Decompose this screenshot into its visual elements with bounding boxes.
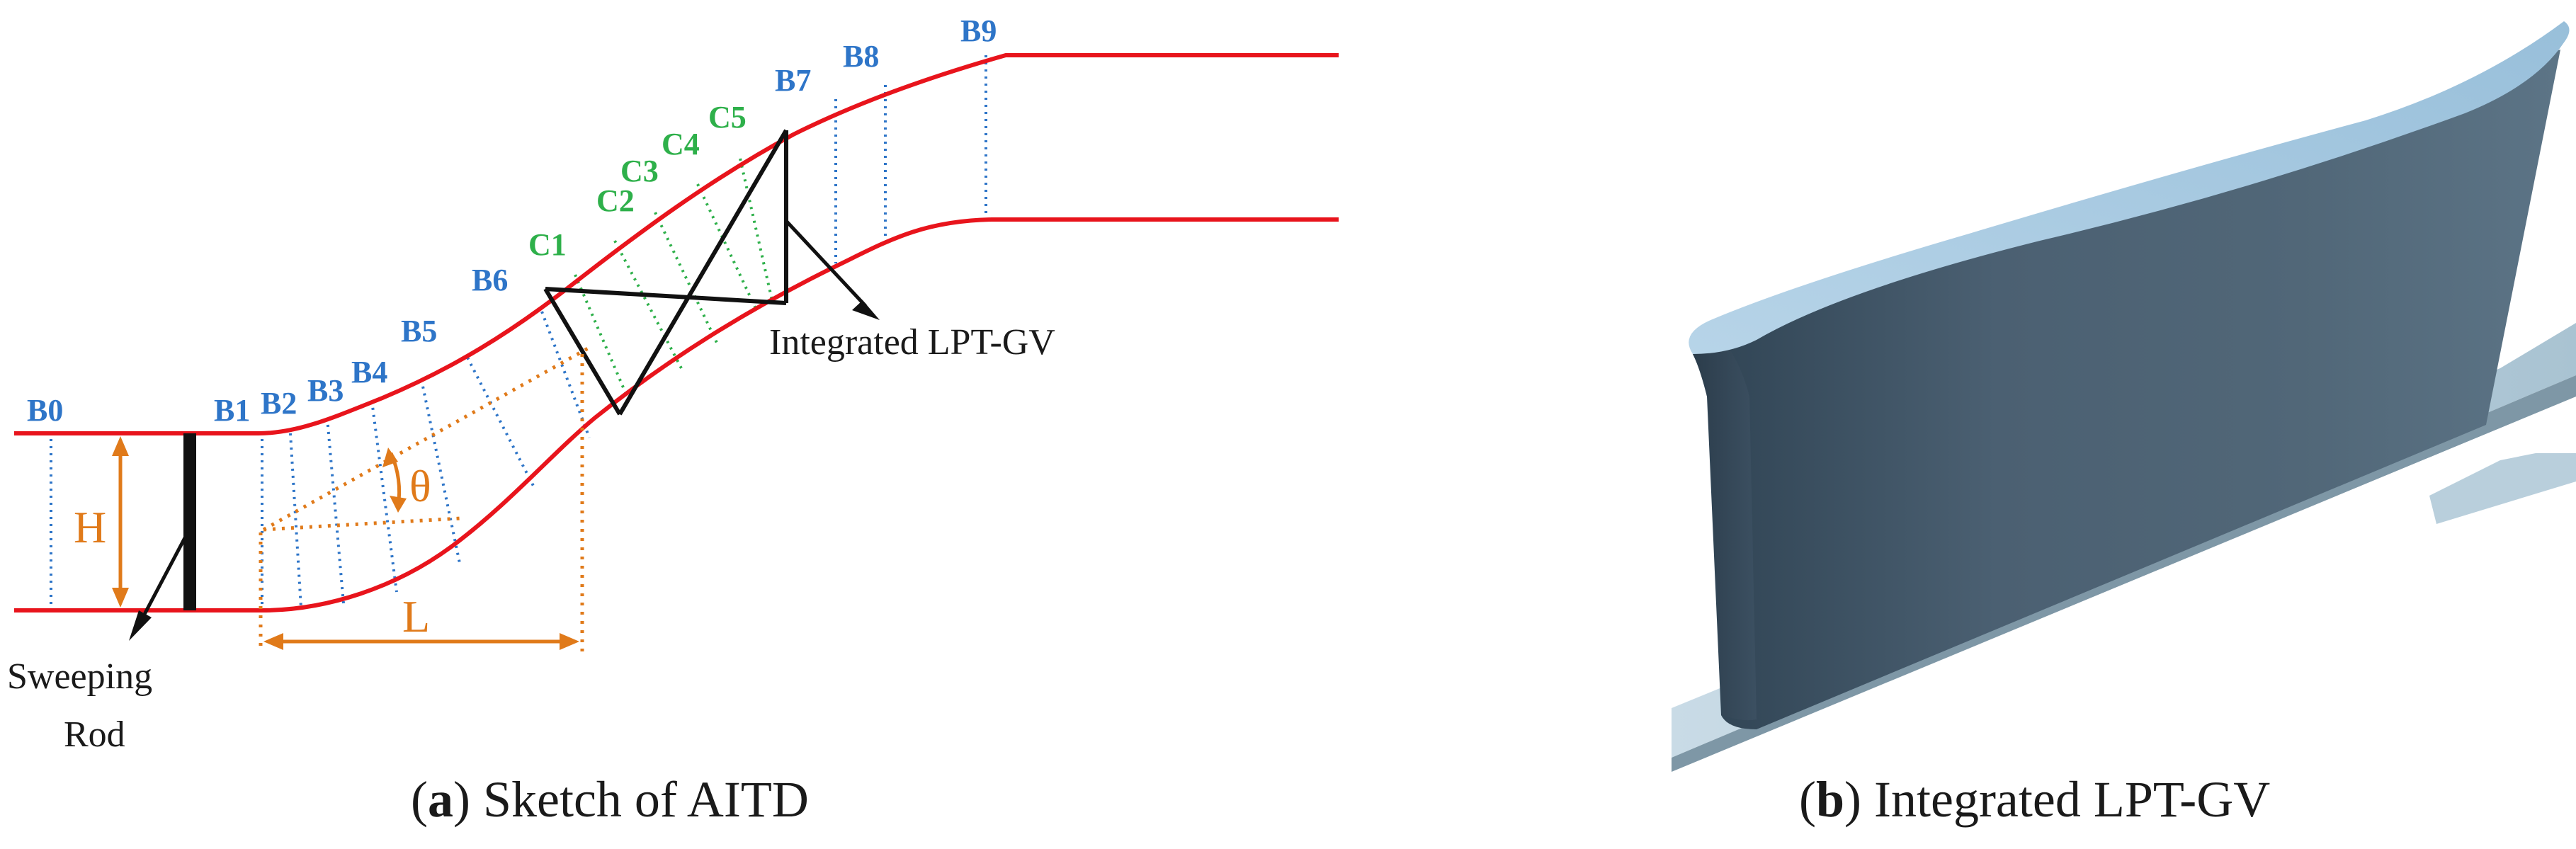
vane-render xyxy=(1672,21,2576,772)
cascade-lines xyxy=(574,158,773,401)
aitd-sketch: B0 B1 B2 B3 B4 B5 B6 B7 B8 B9 C1 C2 C3 C… xyxy=(7,13,1339,755)
caption-a: (a) Sketch of AITD xyxy=(411,771,809,828)
label-c2: C2 xyxy=(596,183,635,218)
label-b3: B3 xyxy=(307,373,344,408)
label-b7: B7 xyxy=(775,63,811,98)
label-b5: B5 xyxy=(401,314,437,348)
vane-tip-surface xyxy=(1689,21,2570,354)
label-c4: C4 xyxy=(662,127,700,161)
vane-body xyxy=(1693,50,2560,729)
label-height: H xyxy=(74,502,106,552)
label-b2: B2 xyxy=(261,386,297,421)
label-b0: B0 xyxy=(27,393,63,428)
caption-b: (b) Integrated LPT-GV xyxy=(1799,771,2271,828)
caption-a-text: Sketch of AITD xyxy=(470,771,809,828)
sweeping-rod-leader xyxy=(140,531,190,621)
label-angle: θ xyxy=(409,461,431,511)
label-b6: B6 xyxy=(472,263,508,297)
label-length: L xyxy=(402,591,430,642)
sweeping-rod-arrowhead xyxy=(129,610,152,641)
caption-a-letter: a xyxy=(427,771,453,828)
caption-b-text: Integrated LPT-GV xyxy=(1861,771,2271,828)
label-rod: Rod xyxy=(64,714,125,755)
duct-lower-wall xyxy=(14,217,1339,612)
label-b1: B1 xyxy=(214,393,250,428)
label-b8: B8 xyxy=(843,39,879,74)
length-dimension xyxy=(259,354,584,651)
label-c5: C5 xyxy=(708,100,747,135)
label-sweeping: Sweeping xyxy=(7,656,152,697)
label-b4: B4 xyxy=(351,355,387,389)
integrated-vane-outline xyxy=(543,129,788,416)
vane-leader xyxy=(785,220,867,307)
caption-b-letter: b xyxy=(1815,771,1845,828)
label-b9: B9 xyxy=(960,13,997,48)
label-c3: C3 xyxy=(620,154,659,188)
height-dimension xyxy=(112,436,129,608)
duct-upper-wall xyxy=(14,53,1339,435)
label-c1: C1 xyxy=(528,227,567,262)
angle-construction xyxy=(262,346,589,532)
label-integrated-vane: Integrated LPT-GV xyxy=(769,322,1055,363)
vane-arrowhead xyxy=(852,300,880,320)
